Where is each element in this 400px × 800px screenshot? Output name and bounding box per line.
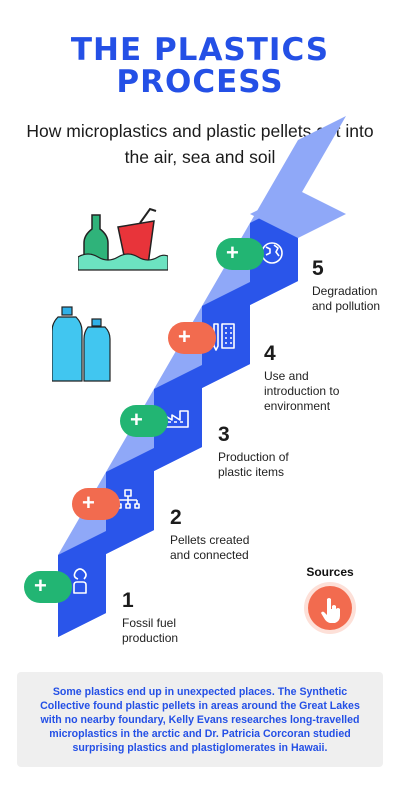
step-2-number: 2: [170, 506, 182, 529]
step-1-expand-button[interactable]: +: [24, 571, 72, 603]
sources-button[interactable]: [308, 586, 352, 630]
info-note: Some plastics end up in unexpected place…: [17, 672, 383, 767]
step-5-expand-button[interactable]: +: [216, 238, 264, 270]
step-2-text: Pellets created and connected: [170, 533, 250, 562]
step-1-face: [58, 531, 106, 637]
step-5-number: 5: [312, 257, 324, 280]
top-landing: [250, 190, 346, 238]
step-2-face: [106, 448, 154, 554]
step-5-text: Degradation and pollution: [312, 284, 381, 313]
globe-icon-glyph: [261, 242, 283, 264]
pen-blister-icon-glyph: [213, 323, 235, 351]
step-3-number: 3: [218, 423, 230, 446]
step-3-label: 3 Production of plastic items: [218, 424, 308, 480]
sources-label: Sources: [306, 565, 354, 579]
plastic-cups-illustration-icon: [78, 207, 168, 271]
step-5-label: 5 Degradation and pollution: [312, 258, 396, 314]
step-4-number: 4: [264, 342, 276, 365]
title-line-2: PROCESS: [116, 64, 284, 100]
step-4-text: Use and introduction to environment: [264, 369, 340, 413]
step-2-expand-button[interactable]: +: [72, 488, 120, 520]
step-3-expand-button[interactable]: +: [120, 405, 168, 437]
step-4-expand-button[interactable]: +: [168, 322, 216, 354]
factory-icon-glyph: [163, 410, 189, 428]
page-subtitle: How microplastics and plastic pellets ge…: [26, 121, 374, 167]
step-1-label: 1 Fossil fuel production: [122, 590, 212, 646]
step-2-label: 2 Pellets created and connected: [170, 507, 260, 563]
step-3-text: Production of plastic items: [218, 450, 289, 479]
step-5-tread: [250, 116, 346, 223]
step-4-label: 4 Use and introduction to environment: [264, 343, 354, 414]
fossil-fuel-icon-glyph: [73, 568, 87, 594]
title-line-1: THE PLASTICS: [70, 32, 330, 68]
step-1-text: Fossil fuel production: [122, 616, 179, 645]
step-1-number: 1: [122, 589, 134, 612]
step-4-face: [202, 282, 250, 388]
pointer-hand-icon: [321, 598, 340, 623]
plastic-bottles-illustration-icon: [52, 306, 111, 382]
page-title: THE PLASTICS PROCESS: [0, 34, 400, 98]
